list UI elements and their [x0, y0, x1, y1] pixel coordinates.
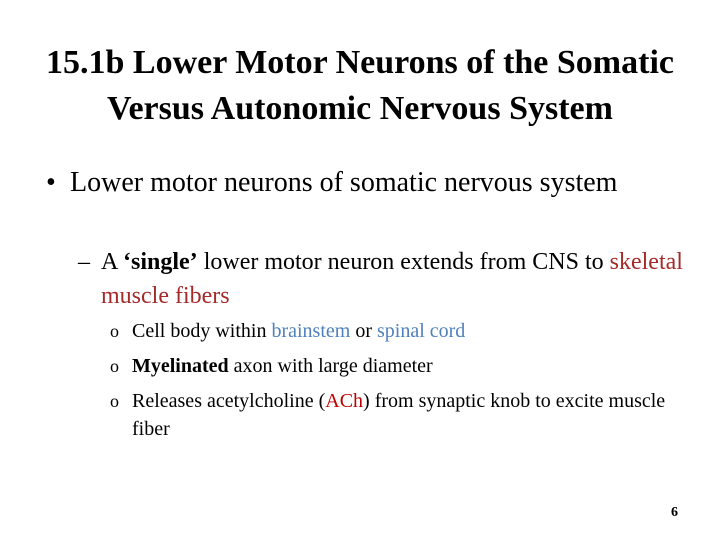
item3-part2: ) from synaptic knob to excite muscle fi… [132, 390, 666, 440]
slide-title: 15.1b Lower Motor Neurons of the Somatic… [20, 40, 700, 132]
sub-bullet-text: A ‘single’ lower motor neuron extends fr… [78, 245, 698, 313]
item-cell-body-text: Cell body within brainstem or spinal cor… [110, 317, 690, 345]
circle-bullet-icon: o [110, 356, 119, 376]
spinal-cord-term: spinal cord [377, 320, 466, 342]
title-line-2: Versus Autonomic Nervous System [107, 90, 613, 127]
item-myelinated-text: Myelinated axon with large diameter [110, 352, 690, 380]
item1-part1: Cell body within [132, 320, 272, 342]
skeletal-muscle-term: skeletal muscle fibers [101, 249, 683, 309]
bullet-dot-icon: • [46, 167, 56, 198]
item-releases-text: Releases acetylcholine (ACh) from synapt… [110, 387, 690, 443]
single-term: ‘single’ [123, 249, 198, 275]
sub-text-part2: lower motor neuron extends from CNS to [197, 249, 610, 275]
item-releases-ach: o Releases acetylcholine (ACh) from syna… [110, 387, 690, 443]
sub-bullet-single-neuron: – A ‘single’ lower motor neuron extends … [78, 245, 698, 313]
page-number: 6 [671, 505, 678, 520]
item-cell-body: o Cell body within brainstem or spinal c… [110, 317, 690, 345]
circle-bullet-icon: o [110, 321, 119, 341]
circle-bullet-icon: o [110, 391, 119, 411]
sub-text-part1: A [101, 249, 124, 275]
bullet-text: Lower motor neurons of somatic nervous s… [70, 167, 618, 198]
item2-part2: axon with large diameter [228, 355, 433, 377]
bullet-somatic-lower-motor-neurons: • Lower motor neurons of somatic nervous… [46, 164, 686, 202]
item1-part2: or [350, 320, 377, 342]
brainstem-term: brainstem [271, 320, 351, 342]
myelinated-term: Myelinated [132, 355, 229, 377]
dash-bullet-icon: – [78, 249, 90, 275]
item-myelinated-axon: o Myelinated axon with large diameter [110, 352, 690, 380]
item3-part1: Releases acetylcholine ( [132, 390, 326, 412]
ach-term: ACh [325, 390, 364, 412]
title-line-1: 15.1b Lower Motor Neurons of the Somatic [45, 44, 674, 81]
